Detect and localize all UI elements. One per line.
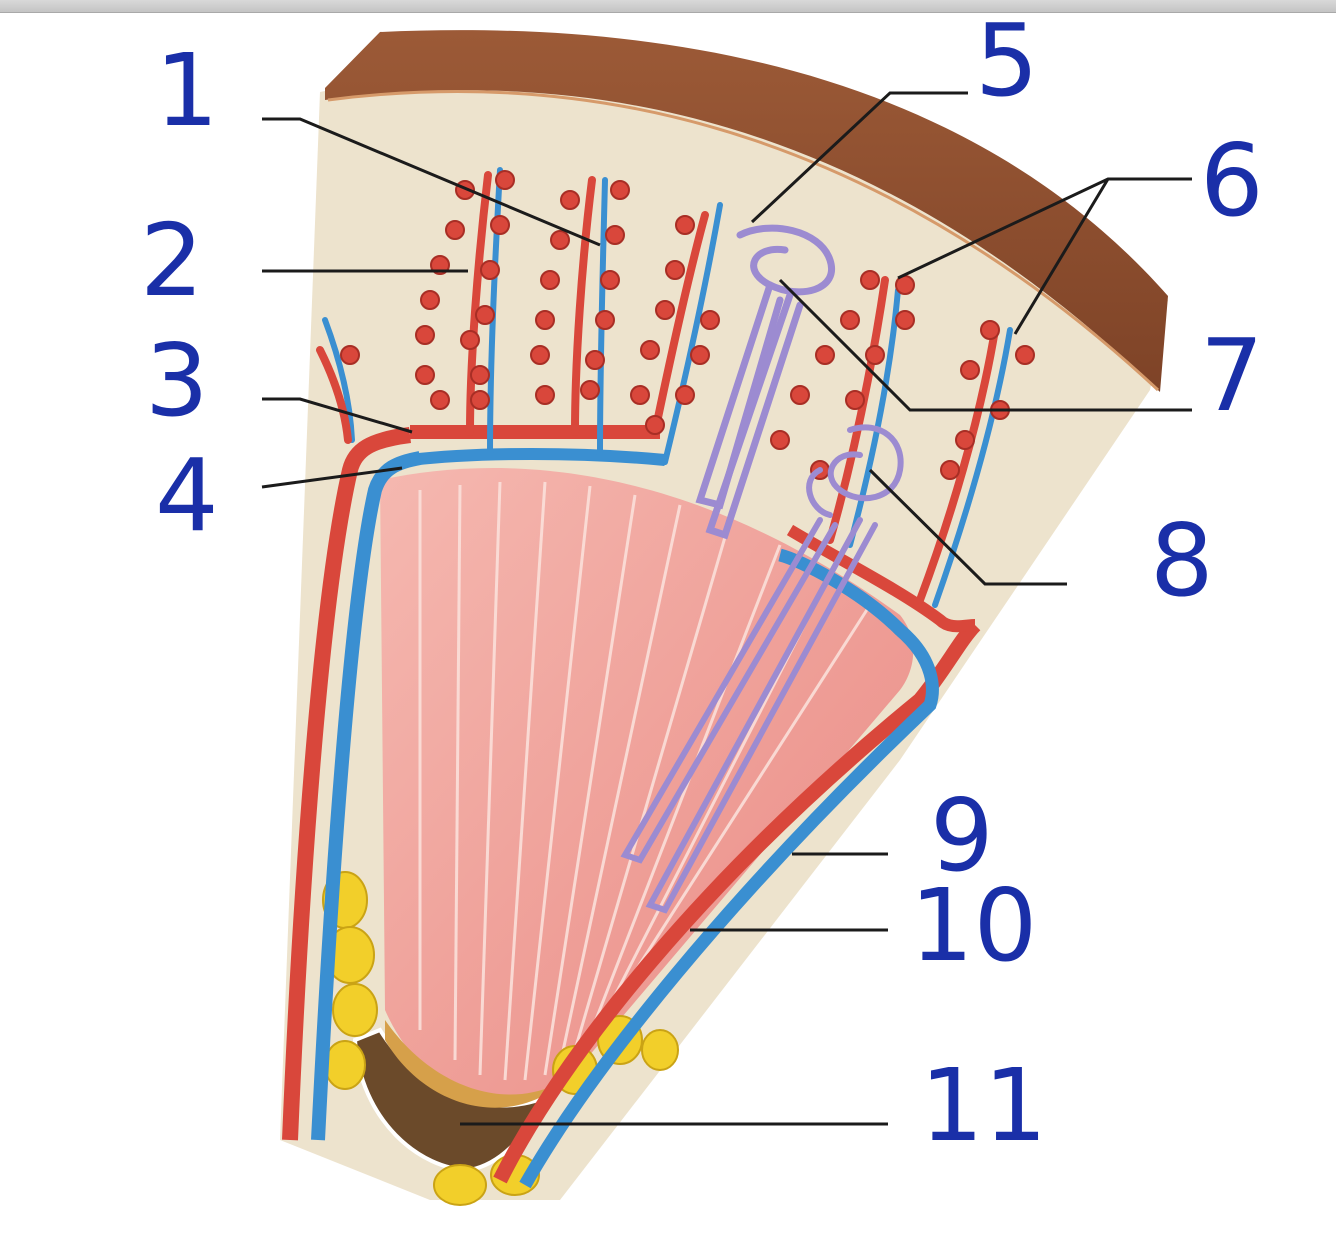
leader-line-5: [750, 91, 968, 224]
interlobar-vein-right: [519, 548, 939, 1189]
label-9: 9: [930, 777, 994, 894]
leader-line-3: [262, 397, 413, 434]
glomeruli: [340, 170, 1035, 480]
label-4: 4: [155, 437, 219, 554]
handwritten-labels: 1 2 3 4 5 6 7 8 9 10 11: [140, 2, 1264, 1164]
label-11: 11: [920, 1047, 1047, 1164]
leader-line-8: [868, 468, 1067, 586]
label-10: 10: [910, 867, 1037, 984]
leader-line-4: [261, 466, 403, 489]
medullary-striations: [418, 481, 872, 1081]
leader-line-7: [778, 278, 1192, 412]
leader-lines: [261, 91, 1192, 1126]
arcuate-vein: [409, 448, 666, 466]
label-1: 1: [155, 32, 219, 149]
interlobar-artery-left: [282, 427, 412, 1141]
label-7: 7: [1200, 317, 1264, 434]
label-3: 3: [145, 322, 209, 439]
interlobar-artery-right: [493, 619, 981, 1184]
juxtamedullary-nephron-lower: [620, 424, 904, 914]
label-8: 8: [1150, 502, 1214, 619]
capsule-inner-line: [327, 90, 1160, 392]
juxtamedullary-nephron-upper: [695, 224, 836, 540]
leader-line-1: [262, 117, 601, 247]
interlobar-vein-left: [311, 451, 422, 1141]
renal-capsule: [325, 30, 1168, 393]
arcuate-artery-right: [786, 524, 976, 633]
leader-line-6b: [1013, 178, 1110, 335]
label-6: 6: [1200, 122, 1264, 239]
renal-papilla: [385, 1020, 555, 1108]
label-2: 2: [140, 202, 204, 319]
window-top-bar: [0, 0, 1336, 13]
label-5: 5: [975, 2, 1039, 119]
cortical-radiate-vessels: [316, 167, 1013, 608]
